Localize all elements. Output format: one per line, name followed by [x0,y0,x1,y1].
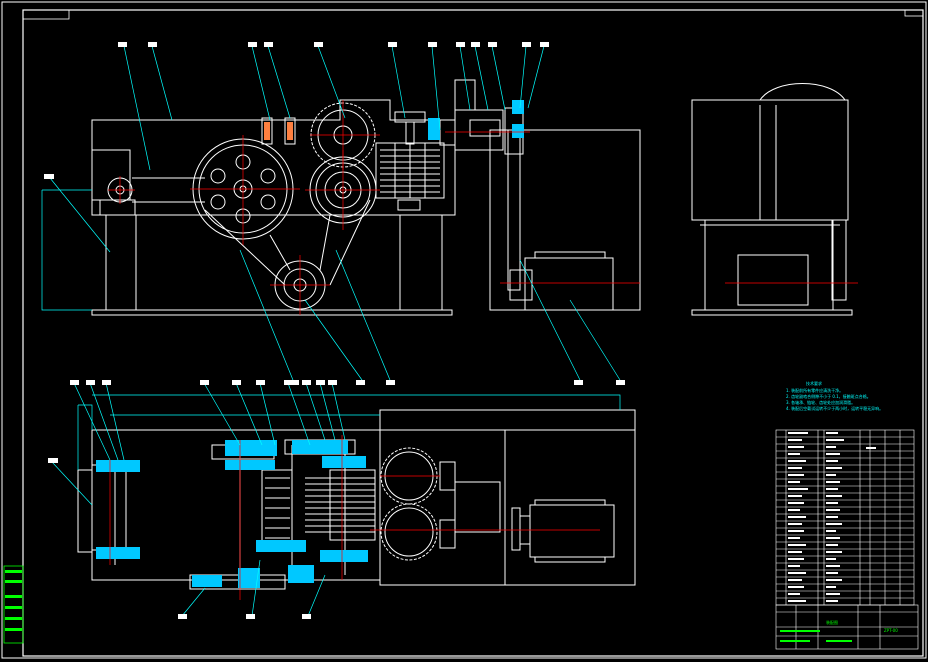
side-view [691,83,853,316]
drawing-number: ZPT-00 [884,628,898,633]
front-view-centerlines [108,100,640,315]
bill-of-materials [775,429,915,606]
revision-stamp [3,565,24,644]
top-view-highlights [96,440,368,588]
leader-lines [41,45,621,617]
notes-title: 技术要求 [806,380,822,386]
bom-text-marks [788,432,876,602]
title-block-text: 装配图 ZPT-00 [780,619,898,642]
drawing-name: 装配图 [826,619,838,625]
note-line: 1. 装配前所有零件应清洗干净。 [786,387,843,393]
front-view-highlights [264,100,524,140]
top-view-centerlines [109,435,600,600]
technical-notes: 技术要求 1. 装配前所有零件应清洗干净。 2. 齿轮副啮合侧隙不小于 0.1，… [786,380,883,411]
title-block [775,604,919,650]
note-line: 4. 装配后空载试运转不少于两小时，运转平稳无异响。 [786,405,883,411]
note-line: 3. 各轴承、链轮、齿轮处应加润滑脂。 [786,399,855,405]
part-number-labels [44,42,625,619]
note-line: 2. 齿轮副啮合侧隙不小于 0.1，接触斑点合格。 [786,393,871,399]
